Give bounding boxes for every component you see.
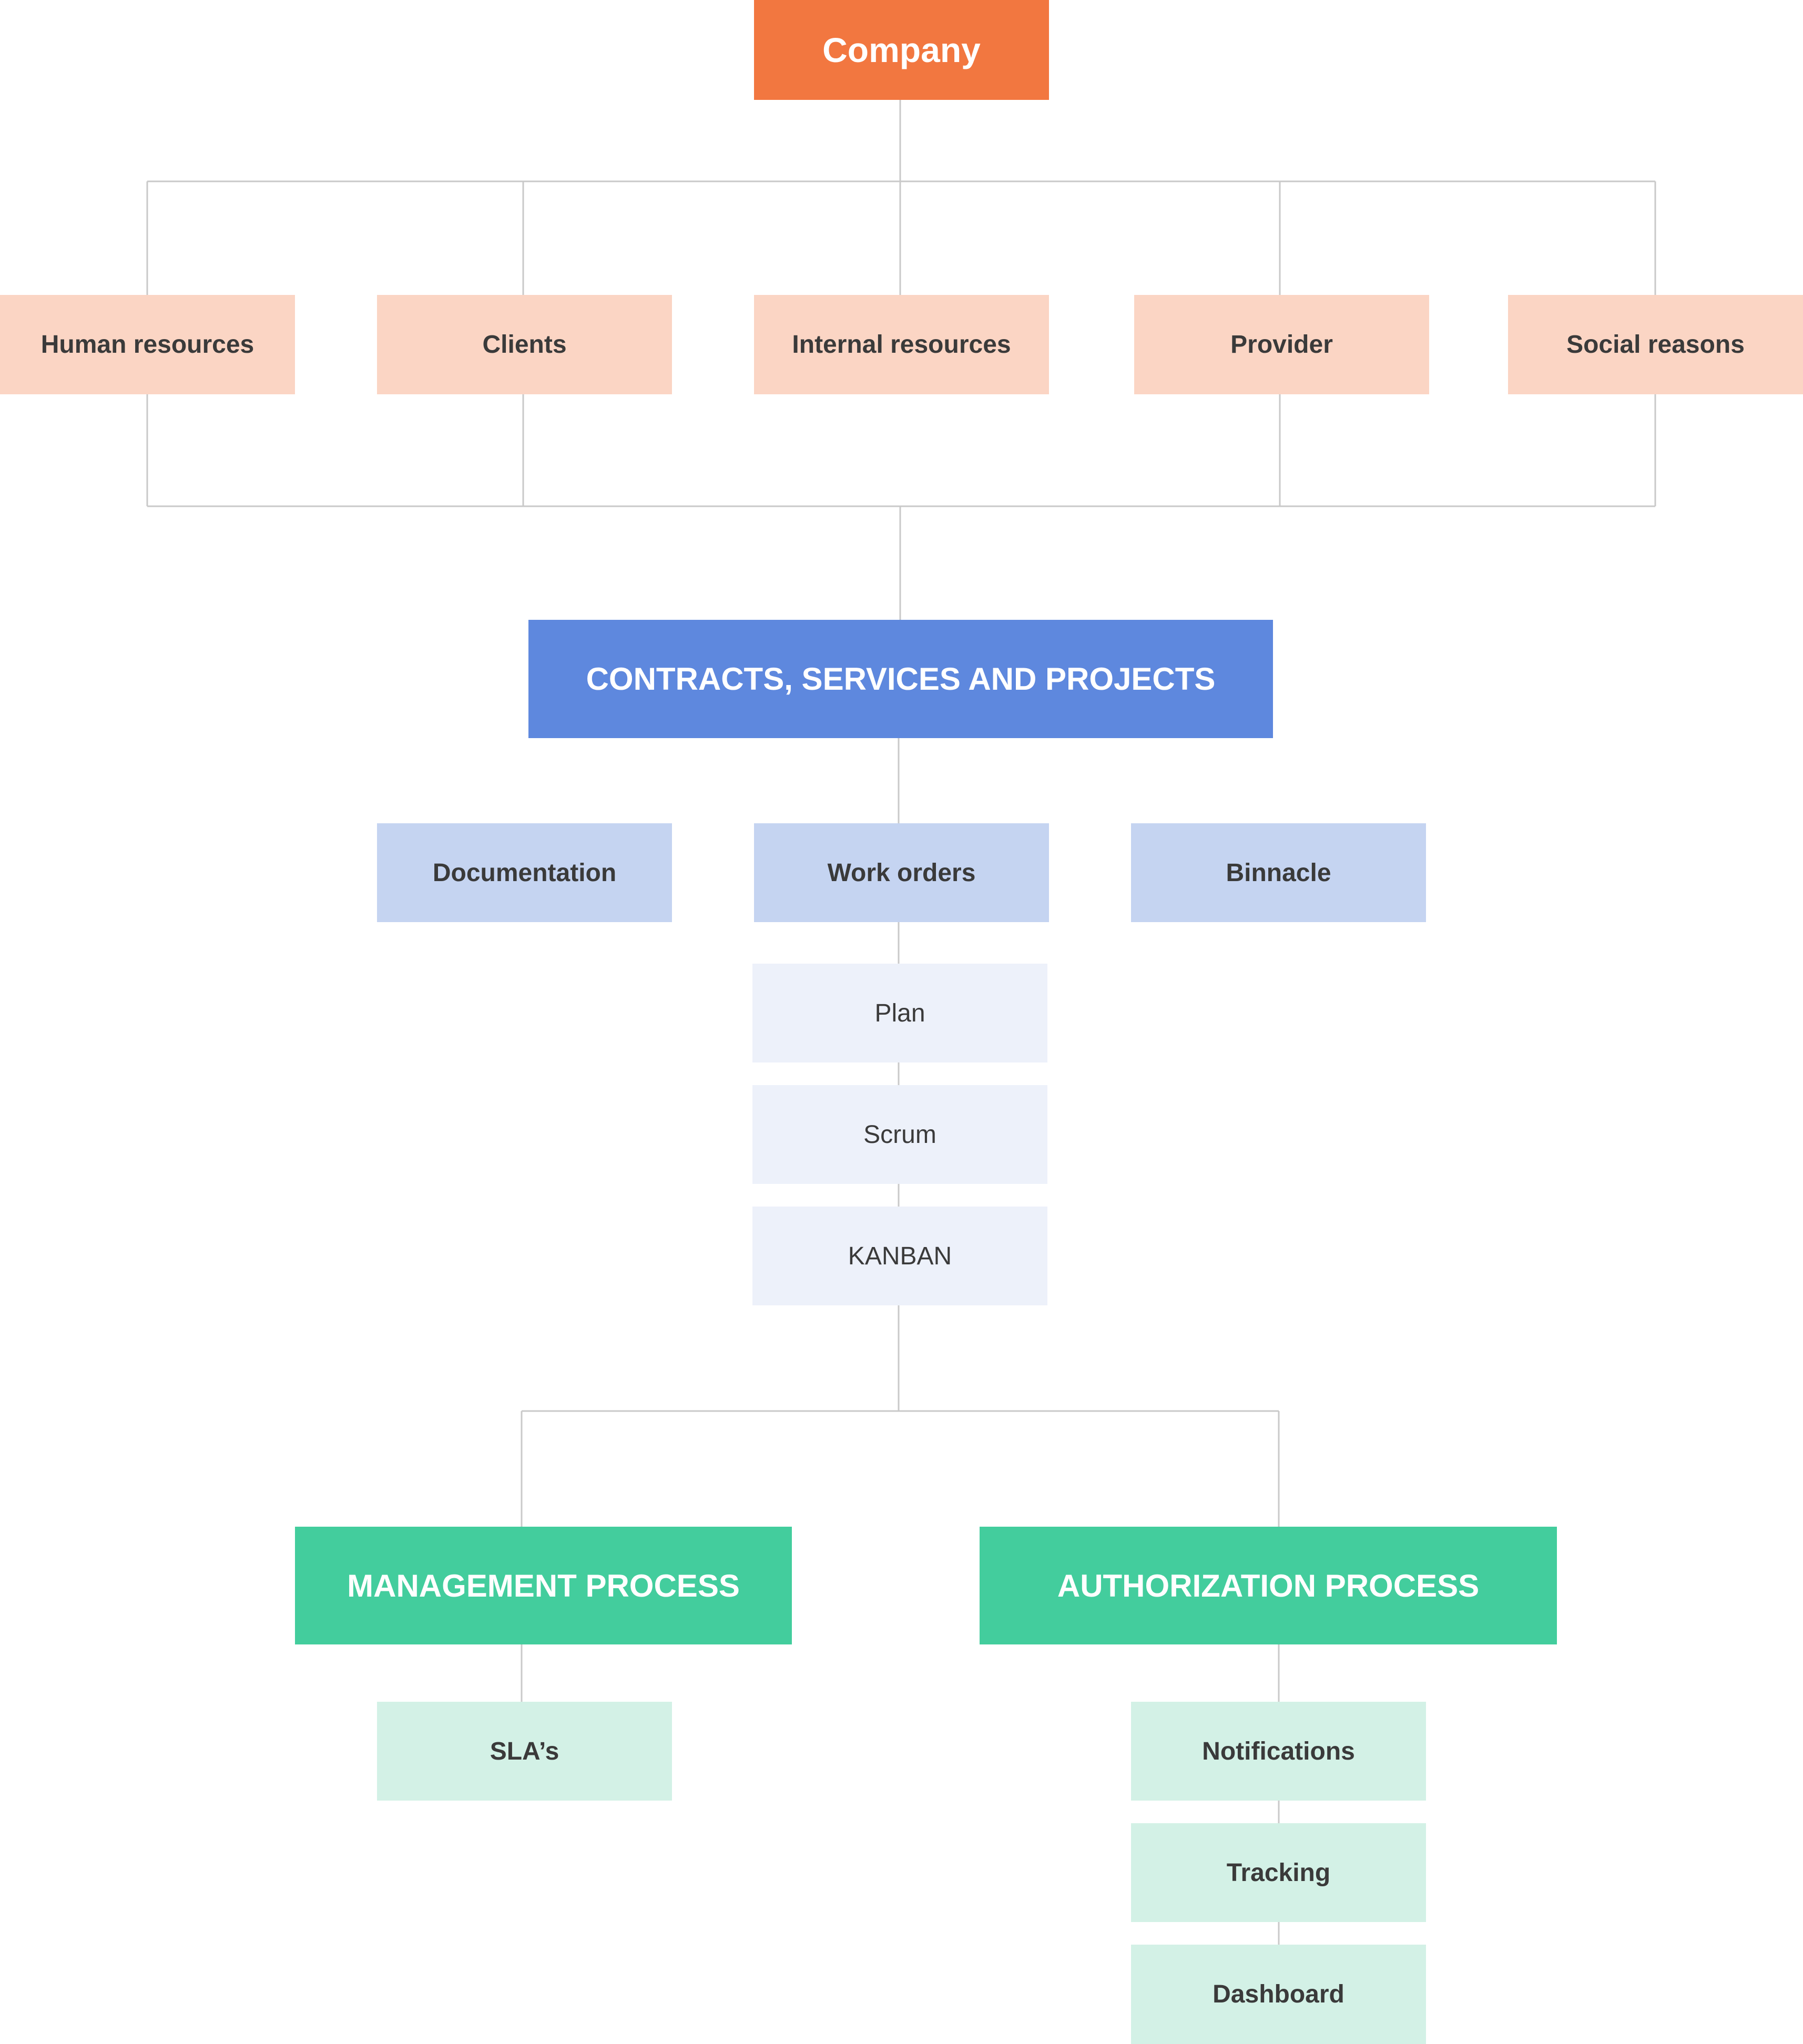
contract-child-binnacle: Binnacle: [1131, 823, 1426, 922]
process-child-tracking: Tracking: [1131, 1823, 1426, 1922]
department-node-internal-resources: Internal resources: [754, 295, 1049, 394]
process-child-dashboard: Dashboard: [1131, 1945, 1426, 2044]
method-node-scrum: Scrum: [752, 1085, 1047, 1184]
root-node-company: Company: [754, 0, 1049, 100]
process-child-slas: SLA’s: [377, 1702, 672, 1801]
department-node-provider: Provider: [1134, 295, 1429, 394]
contract-child-work-orders: Work orders: [754, 823, 1049, 922]
department-node-social-reasons: Social reasons: [1508, 295, 1803, 394]
process-node-management: MANAGEMENT PROCESS: [295, 1527, 792, 1644]
department-node-human-resources: Human resources: [0, 295, 295, 394]
process-node-authorization: AUTHORIZATION PROCESS: [980, 1527, 1557, 1644]
contract-child-documentation: Documentation: [377, 823, 672, 922]
contracts-node: CONTRACTS, SERVICES AND PROJECTS: [528, 620, 1273, 738]
method-node-plan: Plan: [752, 964, 1047, 1062]
process-child-notifications: Notifications: [1131, 1702, 1426, 1801]
method-node-kanban: KANBAN: [752, 1207, 1047, 1305]
department-node-clients: Clients: [377, 295, 672, 394]
